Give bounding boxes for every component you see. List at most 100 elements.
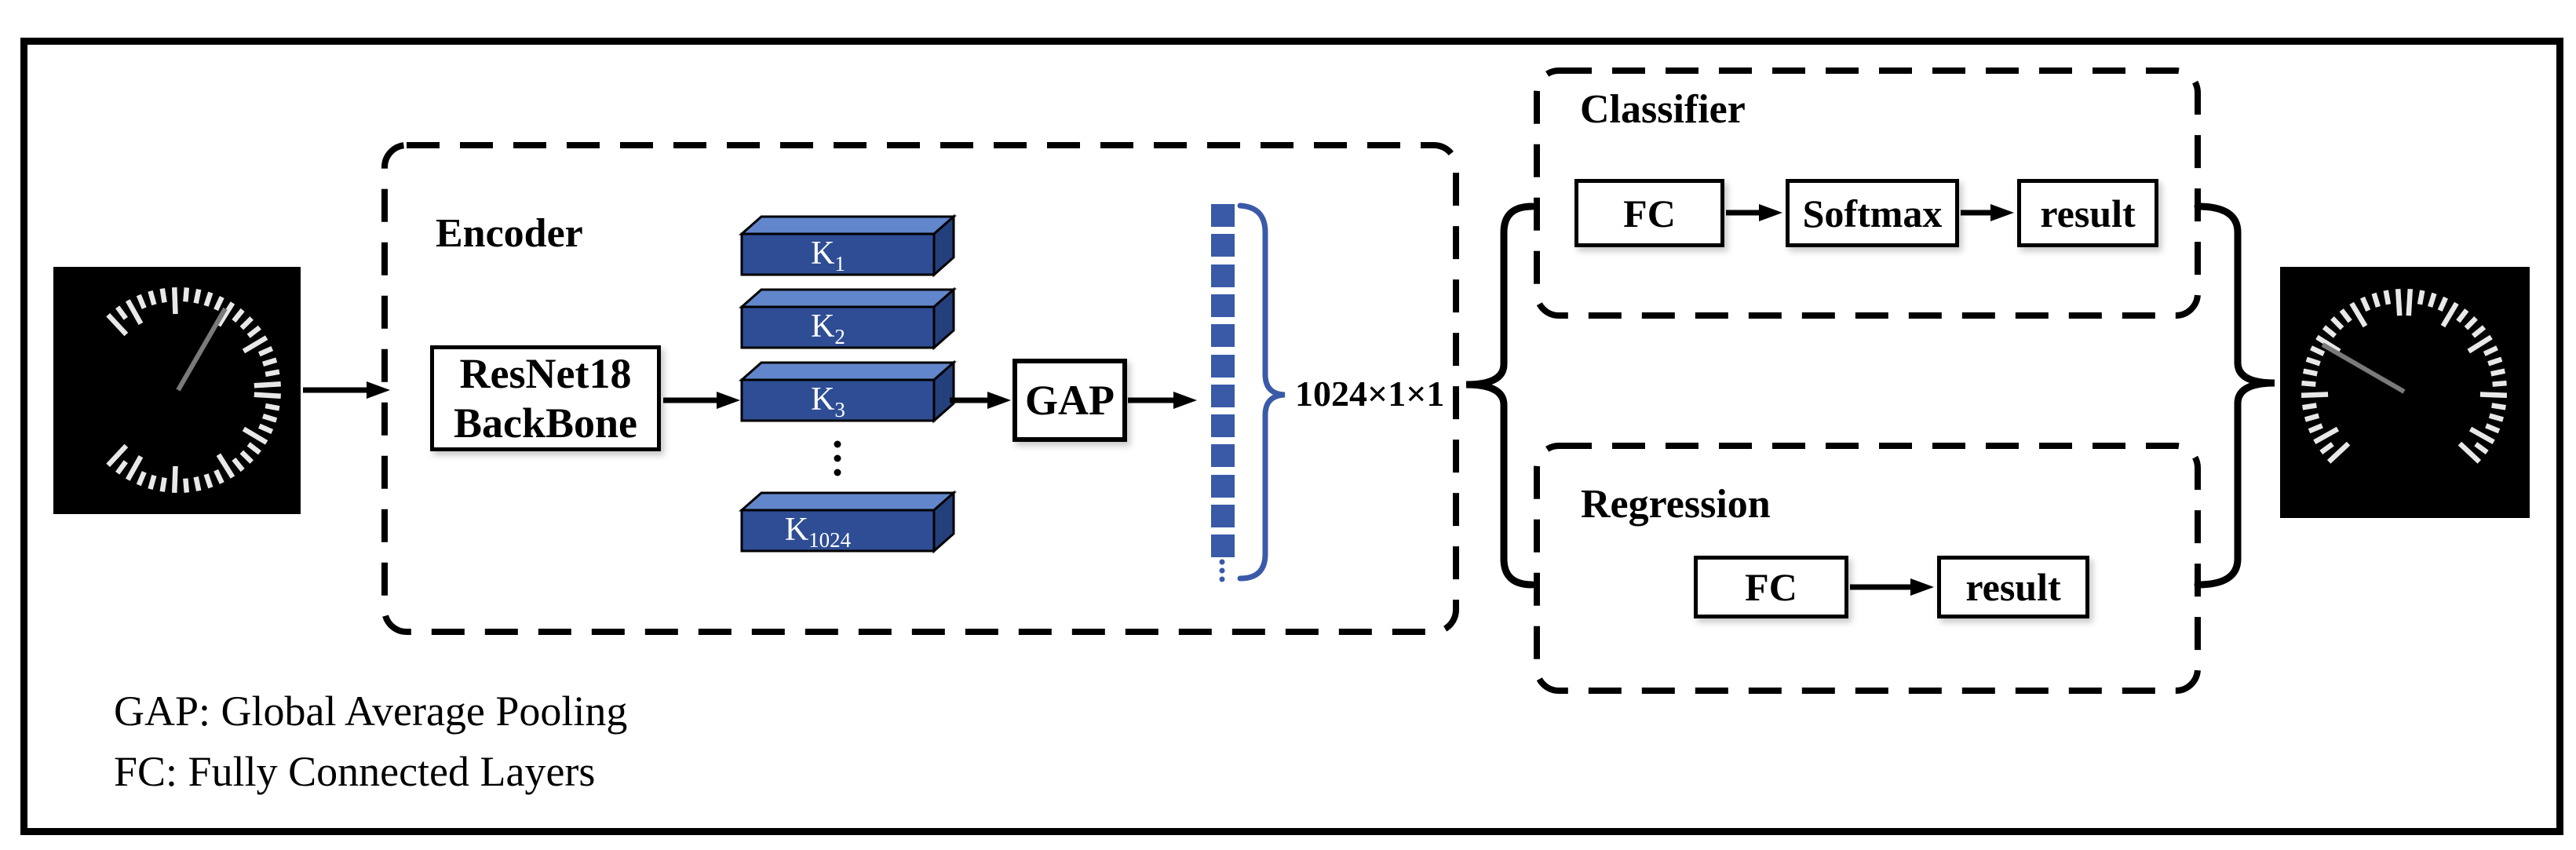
legend: GAP: Global Average Pooling FC: Fully Co…: [114, 681, 627, 801]
gauge-tick: [232, 308, 245, 323]
gauge-tick: [262, 414, 278, 423]
gauge-tick: [2440, 301, 2459, 328]
gauge-tick: [183, 478, 190, 493]
regression-fc-label: FC: [1745, 565, 1797, 609]
arrow: [1128, 392, 1197, 409]
gauge-tick: [193, 476, 202, 491]
kernel-label: K2: [811, 308, 845, 348]
gauge-tick: [239, 316, 254, 330]
gauge-tick: [2483, 345, 2498, 356]
arrow: [1961, 204, 2014, 221]
gauge-tick: [254, 381, 281, 389]
gauge-tick: [2487, 356, 2503, 367]
gauge-tick: [2383, 290, 2392, 305]
classifier-title: Classifier: [1580, 87, 1746, 132]
gauge-tick: [115, 460, 128, 475]
legend-gap-line: GAP: Global Average Pooling: [114, 688, 628, 735]
kernel-ellipsis-dots: [834, 440, 841, 476]
vector-square: [1211, 444, 1235, 467]
gauge-tick: [2301, 380, 2316, 387]
gauge-tick: [159, 288, 167, 303]
gauge-tick: [106, 443, 129, 468]
regression-title: Regression: [1581, 482, 1771, 527]
vector-size-label: 1024×1×1: [1295, 374, 1445, 414]
vector-square: [1211, 294, 1235, 317]
output-gauge-image: [2280, 267, 2530, 518]
gauge-tick: [2491, 403, 2506, 410]
gauge-tick: [2339, 308, 2352, 323]
gauge-tick: [258, 346, 274, 357]
gauge-tick: [246, 325, 261, 338]
kernel-block-k1024: K1024: [739, 490, 957, 554]
gauge-tick: [2305, 356, 2321, 367]
vector-square: [1211, 234, 1235, 257]
gauge-tick: [172, 465, 178, 494]
arrow: [1726, 204, 1782, 221]
gauge-tick: [2490, 368, 2505, 377]
gauge-tick: [2488, 413, 2504, 422]
gauge-tick: [2464, 316, 2478, 330]
vector-square: [1211, 324, 1235, 347]
classifier-dashed-box: [1534, 67, 2201, 319]
kernel-label: K1024: [785, 512, 852, 552]
gauge-tick: [2467, 334, 2493, 354]
gauge-tick: [2313, 426, 2340, 445]
gauge-tick: [2303, 368, 2318, 377]
gauge-tick: [2474, 442, 2489, 454]
kernel-block-k1: K1: [739, 213, 957, 278]
regression-result-label: result: [1965, 565, 2061, 609]
gauge-tick: [183, 287, 190, 302]
gauge-tick: [125, 299, 144, 326]
gauge-tick: [2395, 289, 2403, 316]
gap-box: GAP: [1013, 359, 1127, 442]
gauge-tick: [2301, 392, 2329, 398]
encoder-dashed-box: [381, 142, 1459, 635]
gauge-ticks: [106, 286, 281, 494]
gauge-tick: [2326, 441, 2351, 464]
gauge-tick: [2428, 292, 2437, 308]
gauge-tick: [2302, 403, 2317, 410]
vector-square: [1211, 414, 1235, 437]
gauge-tick: [213, 296, 224, 312]
gauge-tick: [2485, 423, 2501, 434]
gauge-tick: [254, 392, 281, 399]
vector-square: [1211, 505, 1235, 527]
regression-result-box: result: [1937, 556, 2089, 618]
flow-arrows: [303, 204, 2014, 596]
classifier-fc-label: FC: [1623, 191, 1676, 235]
gauge-tick: [2310, 345, 2326, 356]
gauge-tick: [216, 301, 235, 327]
gauge-tick: [2322, 325, 2337, 338]
gauge-tick: [2471, 325, 2487, 338]
arrow: [663, 392, 740, 409]
vector-square: [1211, 385, 1235, 407]
feature-vector-brace: [1237, 202, 1286, 582]
gauge-tick: [2406, 289, 2414, 316]
gauge-tick: [2456, 308, 2469, 323]
vector-square: [1211, 204, 1235, 227]
gauge-needle: [2321, 342, 2406, 394]
gauge-tick: [265, 369, 280, 378]
gauge-tick: [2371, 292, 2381, 308]
gauge-tick: [2437, 296, 2448, 312]
gauge-tick: [125, 454, 144, 481]
gauge-tick: [2457, 441, 2482, 464]
gauge-tick: [2319, 442, 2334, 454]
gauge-tick: [2315, 334, 2341, 354]
gauge-tick: [232, 457, 245, 472]
gauge-tick: [258, 423, 274, 434]
vector-square: [1211, 534, 1235, 557]
encoder-title: Encoder: [436, 211, 583, 256]
gauge-tick: [2417, 290, 2425, 305]
gauge-tick: [2349, 301, 2368, 328]
vector-square: [1211, 475, 1235, 498]
gauge-tick: [239, 450, 254, 464]
gauge-tick: [2360, 296, 2371, 312]
gauge-tick: [193, 289, 202, 304]
gauge-tick: [203, 291, 213, 307]
gauge-tick: [2468, 426, 2495, 445]
branch-split-brace: [1465, 202, 1536, 589]
gauge-tick: [262, 357, 278, 367]
kernel-label: K1: [811, 235, 845, 275]
